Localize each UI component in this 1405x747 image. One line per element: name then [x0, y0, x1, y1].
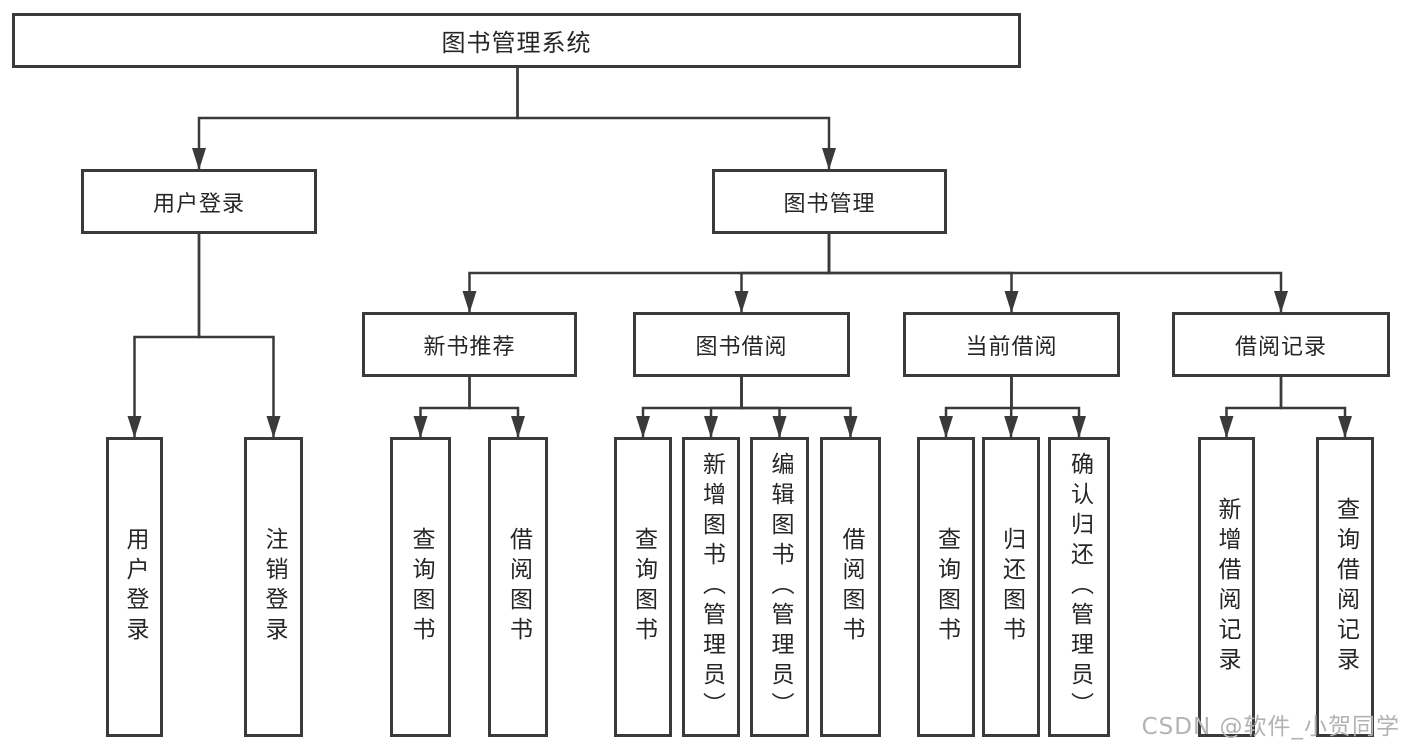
node-borrow-books-recommend: 借阅图书: [488, 437, 548, 737]
node-library-management-system: 图书管理系统: [12, 13, 1021, 68]
node-book-borrowing: 图书借阅: [633, 312, 850, 377]
node-search-books-current: 查询图书: [917, 437, 975, 737]
node-search-books-borrow: 查询图书: [614, 437, 672, 737]
node-user-login-leaf: 用户登录: [106, 437, 163, 737]
node-user-login: 用户登录: [81, 169, 317, 234]
node-search-borrow-record: 查询借阅记录: [1316, 437, 1374, 737]
node-logout: 注销登录: [244, 437, 303, 737]
node-new-book-recommendation: 新书推荐: [362, 312, 577, 377]
csdn-watermark: CSDN @软件_小贺同学: [1141, 714, 1400, 740]
node-borrow-books-leaf: 借阅图书: [820, 437, 881, 737]
node-confirm-return-admin: 确认归还（管理员）: [1048, 437, 1110, 737]
node-book-management: 图书管理: [712, 169, 947, 234]
node-search-books-recommend: 查询图书: [390, 437, 451, 737]
node-return-books: 归还图书: [982, 437, 1040, 737]
node-current-borrowing: 当前借阅: [903, 312, 1120, 377]
node-add-books-admin: 新增图书（管理员）: [682, 437, 740, 737]
node-borrowing-records: 借阅记录: [1172, 312, 1390, 377]
node-add-borrow-record: 新增借阅记录: [1198, 437, 1255, 737]
node-edit-books-admin: 编辑图书（管理员）: [750, 437, 809, 737]
